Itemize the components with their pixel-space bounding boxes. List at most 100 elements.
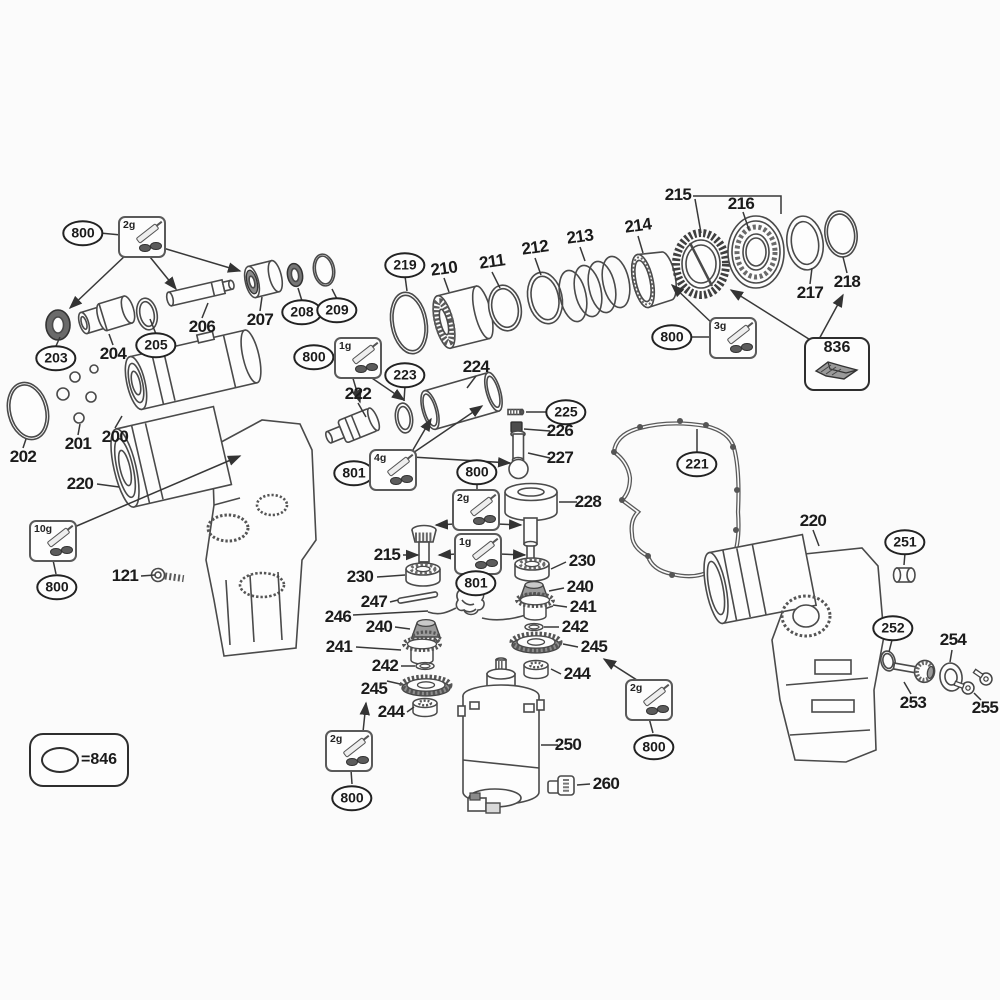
legend-box: =846	[29, 733, 129, 787]
grease-dot-icon	[741, 342, 753, 351]
callout-oval-208: 208	[281, 299, 323, 325]
callout-oval-252: 252	[872, 615, 914, 641]
part-204-sleeve	[77, 295, 136, 335]
part-213-spring	[558, 255, 631, 323]
part-206-pin	[165, 278, 235, 307]
part-215-spindle	[411, 524, 437, 568]
grease-dot-icon	[484, 514, 496, 523]
part-260-connector	[547, 775, 575, 796]
callout-204: 204	[99, 344, 127, 363]
callout-oval-800-g: 800	[331, 785, 373, 811]
part-242-ring-right	[524, 622, 544, 632]
grease-dot-icon	[357, 755, 369, 764]
callout-213: 213	[565, 225, 595, 248]
part-253-selector-shaft	[892, 659, 936, 684]
grease-box-2g-b: 2g	[452, 489, 500, 531]
callout-253: 253	[899, 693, 927, 712]
callout-oval-800-e: 800	[456, 459, 498, 485]
callout-226: 226	[546, 421, 574, 440]
callout-254: 254	[939, 630, 967, 649]
part-255-screw-2	[970, 665, 996, 689]
part-208-seal	[286, 262, 304, 288]
callout-242-left: 242	[371, 656, 399, 675]
part-245-gear-left	[402, 677, 450, 696]
part-251-plug	[892, 567, 916, 583]
grease-amount-label: 1g	[459, 536, 472, 548]
callout-210: 210	[429, 257, 459, 280]
part-221-gasket	[611, 418, 741, 579]
callout-oval-219: 219	[384, 252, 426, 278]
callout-oval-205: 205	[135, 332, 177, 358]
grease-dot-icon	[401, 474, 413, 483]
callout-220-left: 220	[66, 474, 94, 493]
grease-dot-icon	[150, 241, 162, 250]
part-225-pin	[507, 408, 525, 416]
part-217-ring	[785, 215, 825, 271]
callout-201: 201	[64, 434, 92, 453]
callout-oval-209: 209	[316, 297, 358, 323]
grease-box-2g-a: 2g	[118, 216, 166, 258]
callout-250: 250	[554, 735, 582, 754]
callout-oval-800-b: 800	[651, 324, 693, 350]
callout-oval-800-f: 800	[633, 734, 675, 760]
callout-245-right: 245	[580, 637, 608, 656]
callout-244-left: 244	[377, 702, 405, 721]
legend-label: =846	[80, 751, 118, 768]
callout-215-spindle: 215	[373, 545, 401, 564]
part-219-ring	[389, 291, 429, 355]
part-230-bearing-left	[404, 561, 442, 588]
callout-oval-800-a: 800	[62, 220, 104, 246]
callout-220-right: 220	[799, 511, 827, 530]
part-224-cylinder	[420, 371, 503, 431]
part-252-oring	[880, 650, 896, 672]
grease-box-10g: 10g	[29, 520, 77, 562]
callout-224: 224	[462, 357, 490, 376]
part-214-clutch-sleeve	[630, 251, 678, 309]
callout-oval-223: 223	[384, 362, 426, 388]
grease-tube-icon	[642, 686, 667, 707]
grease-box-4g: 4g	[369, 449, 417, 491]
part-244-bearing-left	[411, 697, 439, 718]
part-203-seal	[45, 309, 71, 341]
grease-tube-icon	[386, 456, 411, 477]
callout-242-right: 242	[561, 617, 589, 636]
part-245-gear-right	[512, 634, 560, 653]
callout-206: 206	[188, 317, 216, 336]
grease-box-1g-b: 1g	[454, 533, 502, 575]
grease-amount-label: 2g	[123, 219, 136, 231]
grease-tube-icon	[351, 344, 376, 365]
callout-240-right: 240	[566, 577, 594, 596]
callout-222: 222	[344, 384, 372, 403]
callout-230-left: 230	[346, 567, 374, 586]
part-250-motor	[457, 657, 545, 814]
grease-amount-label: 2g	[330, 733, 343, 745]
grease-box-2g-d: 2g	[325, 730, 373, 772]
part-218-ring	[824, 210, 858, 258]
callout-oval-251: 251	[884, 529, 926, 555]
part-201-balls	[56, 364, 99, 424]
callout-oval-801-b: 801	[455, 570, 497, 596]
callout-211: 211	[477, 250, 506, 273]
part-247-pin	[397, 591, 439, 604]
callout-215-top: 215	[664, 185, 692, 204]
callout-202: 202	[9, 447, 37, 466]
callout-227: 227	[546, 448, 574, 467]
grease-dot-icon	[61, 545, 73, 554]
callout-212: 212	[520, 236, 550, 259]
callout-oval-800-c: 800	[36, 574, 78, 600]
part-211-ring	[487, 284, 523, 332]
part-244-bearing-right	[522, 659, 550, 680]
callout-200: 200	[101, 427, 129, 446]
callout-oval-800-d: 800	[293, 344, 335, 370]
callout-260: 260	[592, 774, 620, 793]
grease-box-2g-c: 2g	[625, 679, 673, 721]
grease-amount-label: 1g	[339, 340, 352, 352]
part-241-left	[402, 636, 442, 666]
grease-amount-label: 2g	[630, 682, 643, 694]
part-box-836: 836	[804, 337, 870, 391]
callout-216: 216	[727, 194, 755, 213]
part-227-crank-shaft	[508, 430, 529, 480]
grease-amount-label: 3g	[714, 320, 727, 332]
